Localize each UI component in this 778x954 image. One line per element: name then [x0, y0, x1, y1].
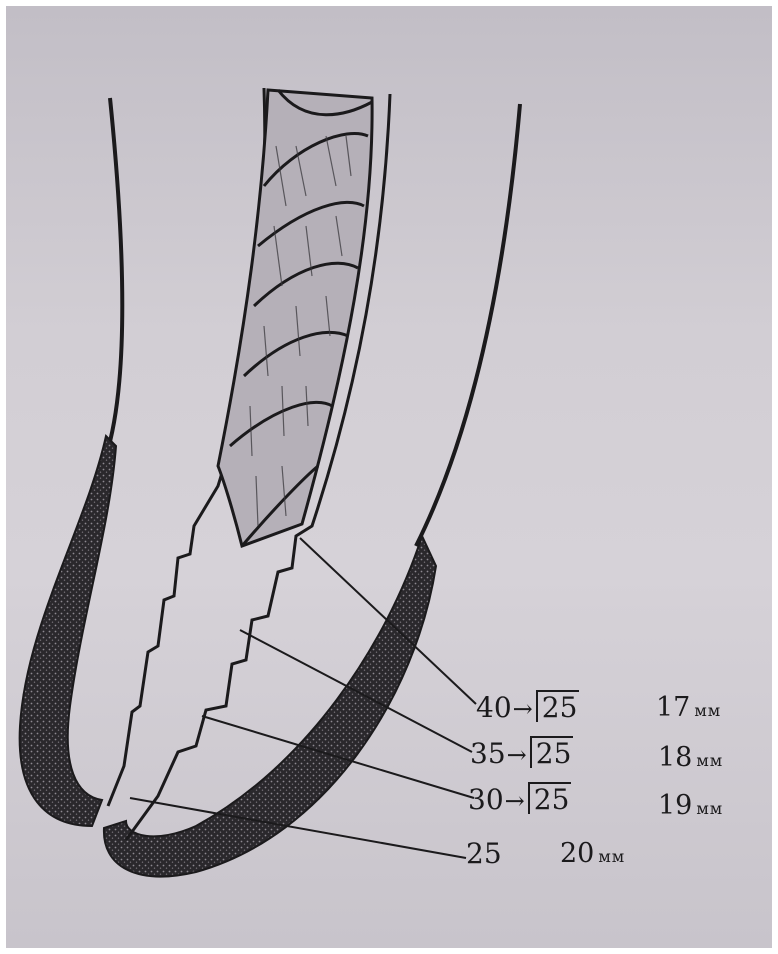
- label-step-25: 25: [466, 840, 502, 868]
- size-label: 25: [466, 837, 502, 870]
- length-step-30: 19мм: [658, 792, 723, 819]
- length-value: 18: [658, 742, 692, 773]
- length-step-25: 20мм: [560, 840, 625, 867]
- dentin-wall-left: [20, 436, 116, 826]
- size-label: 35: [470, 737, 506, 770]
- arrow-icon: →: [507, 741, 527, 769]
- root-outline-right: [416, 104, 520, 546]
- length-unit: мм: [696, 799, 723, 818]
- root-outline-left: [106, 98, 122, 456]
- length-unit: мм: [598, 847, 625, 866]
- size-label: 30: [468, 783, 504, 816]
- master-size-box: 25: [530, 736, 574, 768]
- length-unit: мм: [696, 751, 723, 770]
- size-label: 40: [476, 691, 512, 724]
- length-step-40: 17мм: [656, 694, 721, 721]
- arrow-icon: →: [513, 695, 533, 723]
- label-step-35: 35→25: [470, 736, 573, 768]
- length-step-35: 18мм: [658, 744, 723, 771]
- length-value: 20: [560, 838, 594, 869]
- diagram-frame: 40→25 17мм 35→25 18мм 30→25 19мм 25 20мм: [6, 6, 772, 948]
- master-size-box: 25: [528, 782, 572, 814]
- label-step-40: 40→25: [476, 690, 579, 722]
- length-unit: мм: [694, 701, 721, 720]
- arrow-icon: →: [505, 787, 525, 815]
- master-size-box: 25: [536, 690, 580, 722]
- length-value: 17: [656, 692, 690, 723]
- length-value: 19: [658, 790, 692, 821]
- label-step-30: 30→25: [468, 782, 571, 814]
